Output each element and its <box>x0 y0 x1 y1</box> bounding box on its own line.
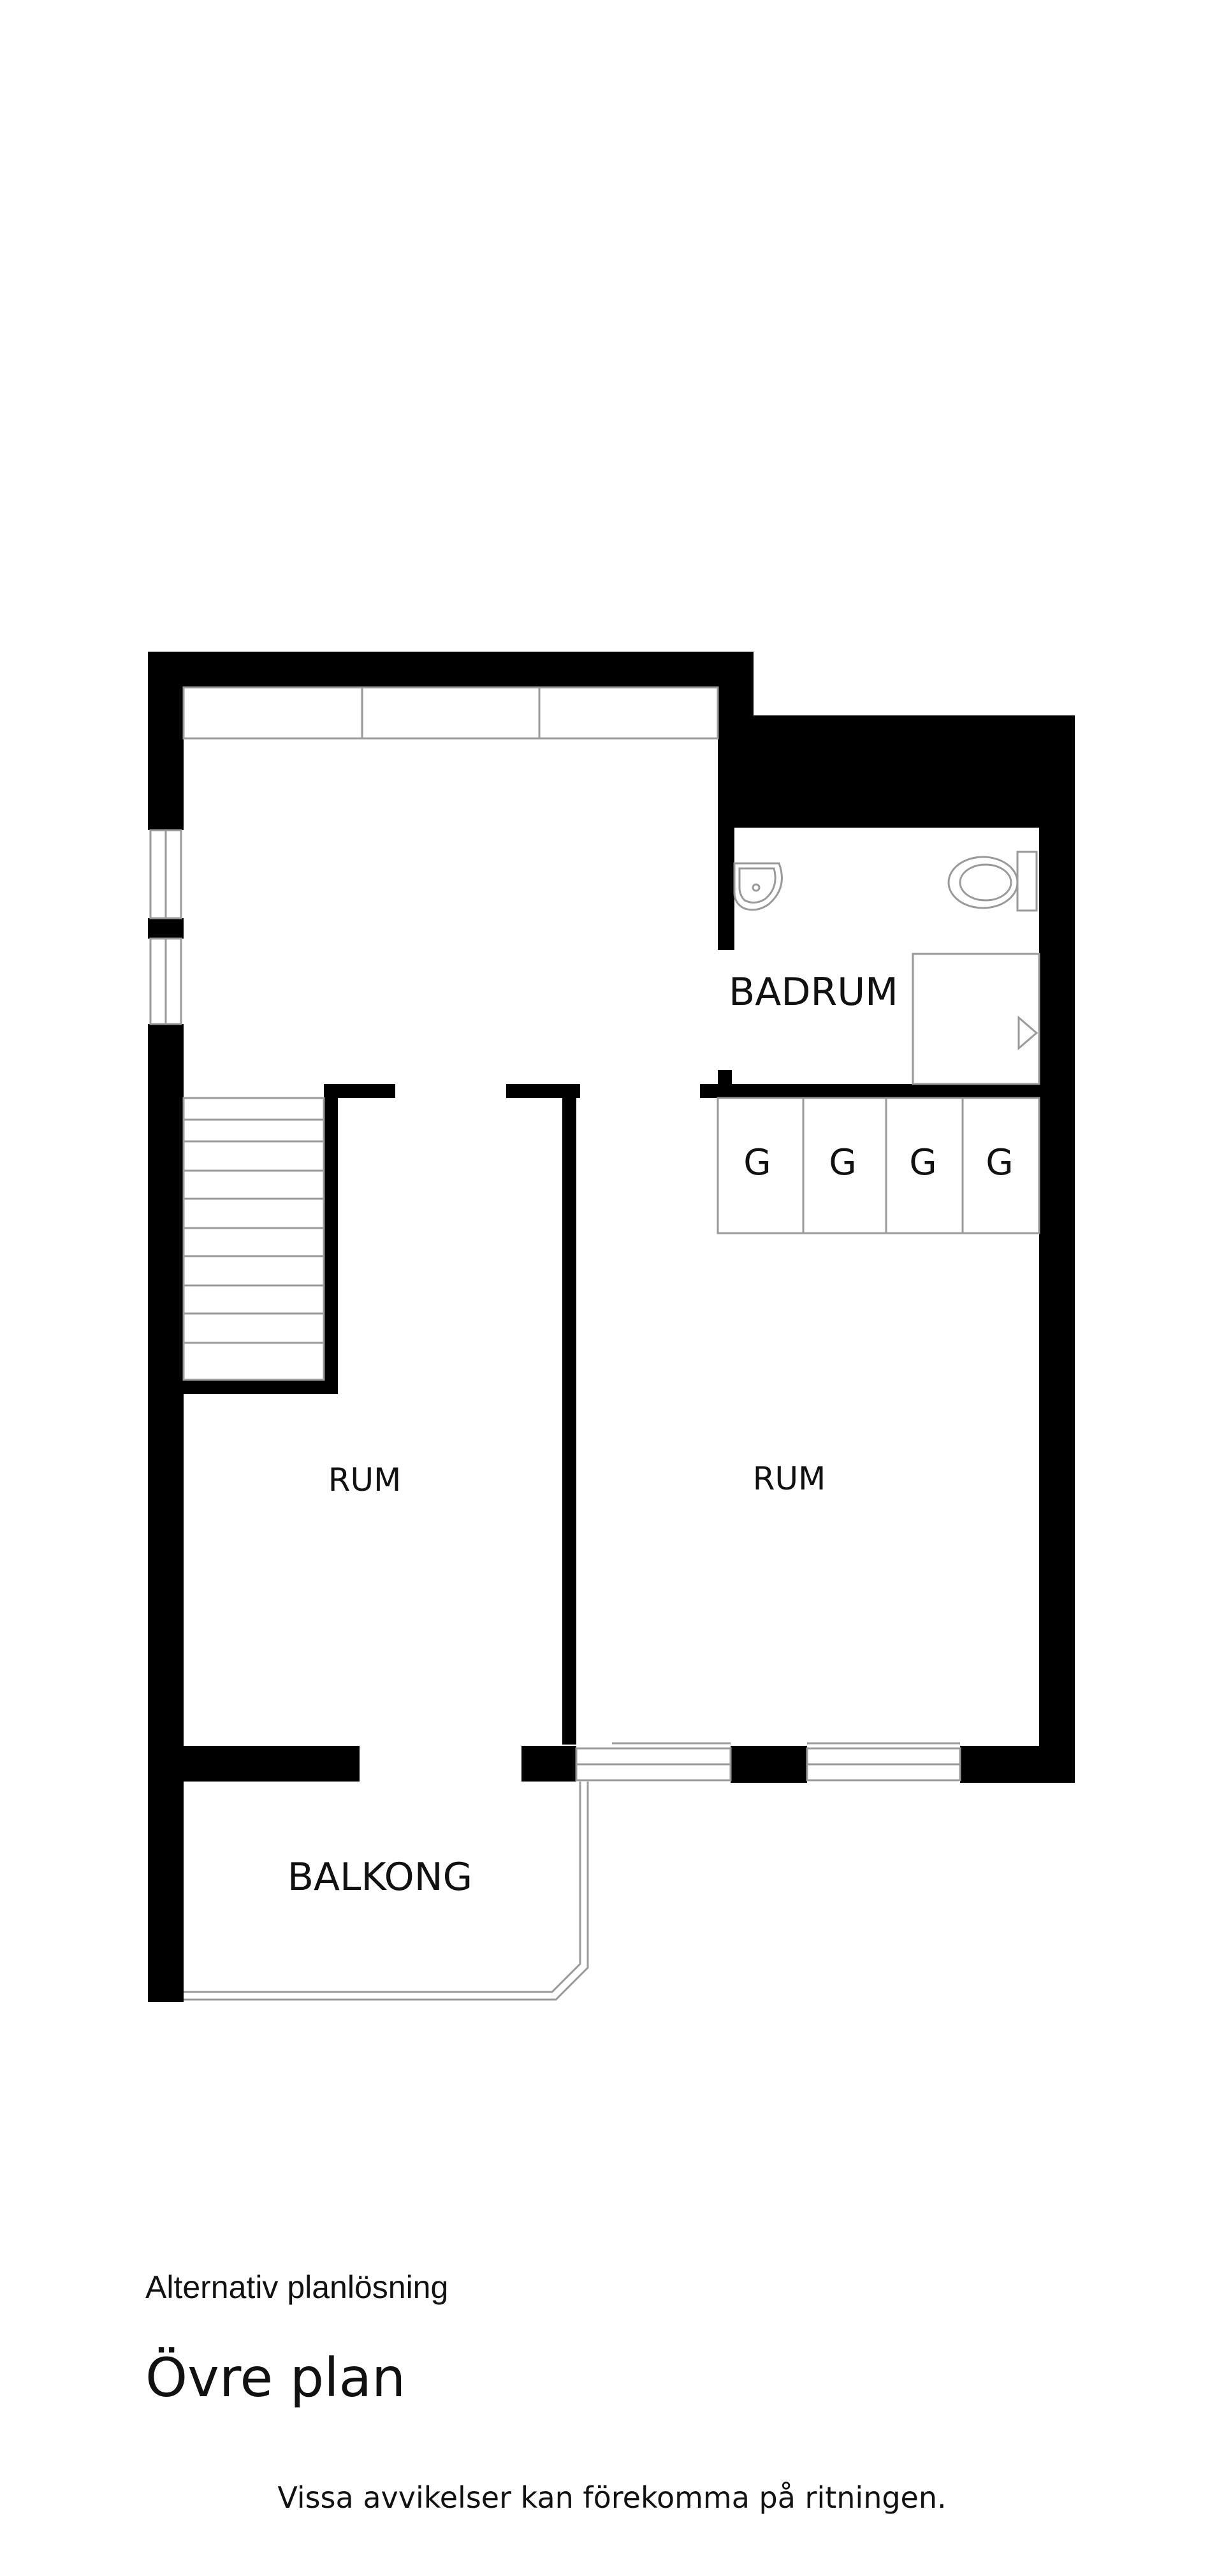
plan-subtitle: Alternativ planlösning <box>145 2269 449 2305</box>
room-label-rum-left: RUM <box>328 1461 401 1498</box>
wall-top-left <box>148 652 754 687</box>
wall-corridor-top-right <box>506 1084 580 1098</box>
shower-area <box>912 953 1040 1085</box>
balcony-railing-inner <box>184 1782 589 2001</box>
wardrobe-label: G <box>743 1142 771 1183</box>
balcony-railing <box>184 1782 581 1993</box>
wall-bathroom-left <box>718 715 734 950</box>
disclaimer-text: Vissa avvikelser kan förekomma på ritnin… <box>277 2480 947 2515</box>
wall-bottom-left-b <box>521 1746 576 1782</box>
wall-mid-right <box>700 1084 1042 1098</box>
wall-stair-bottom <box>184 1380 338 1394</box>
plan-title: Övre plan <box>145 2346 406 2409</box>
wall-corridor-top-left <box>324 1084 395 1098</box>
wardrobe-row <box>717 1097 1040 1234</box>
wall-left-upper <box>148 652 184 830</box>
wall-partition-left <box>562 1097 576 1745</box>
stair-outline <box>182 1097 325 1381</box>
room-label-balkong: BALKONG <box>288 1855 472 1899</box>
room-label-rum-right: RUM <box>753 1460 826 1497</box>
wall-step-vertical <box>718 652 754 718</box>
wall-right <box>1039 715 1075 1783</box>
wall-bottom-left-a <box>148 1746 360 1782</box>
wardrobe-label: G <box>986 1142 1013 1183</box>
room-labels: BADRUM RUM RUM BALKONG G G G G <box>288 970 1014 1899</box>
top-cabinets <box>182 686 719 740</box>
washbasin-icon <box>733 862 783 911</box>
wall-left-lower <box>148 1024 184 2002</box>
wardrobe-label: G <box>909 1142 936 1183</box>
room-label-badrum: BADRUM <box>729 970 898 1014</box>
wall-left-mid <box>148 918 184 939</box>
wall-bottom-right-a <box>731 1746 807 1783</box>
fixtures <box>149 686 1040 2001</box>
stair-steps <box>184 1118 324 1344</box>
wall-top-right <box>718 715 1075 828</box>
wall-bathroom-stub <box>718 1070 732 1098</box>
wardrobe-label: G <box>829 1142 856 1183</box>
wall-stair-right <box>324 1084 338 1394</box>
wall-partition-right <box>566 1097 574 1108</box>
wall-bottom-right-b <box>960 1746 1075 1783</box>
walls <box>148 652 1075 2002</box>
toilet-icon <box>947 851 1038 912</box>
